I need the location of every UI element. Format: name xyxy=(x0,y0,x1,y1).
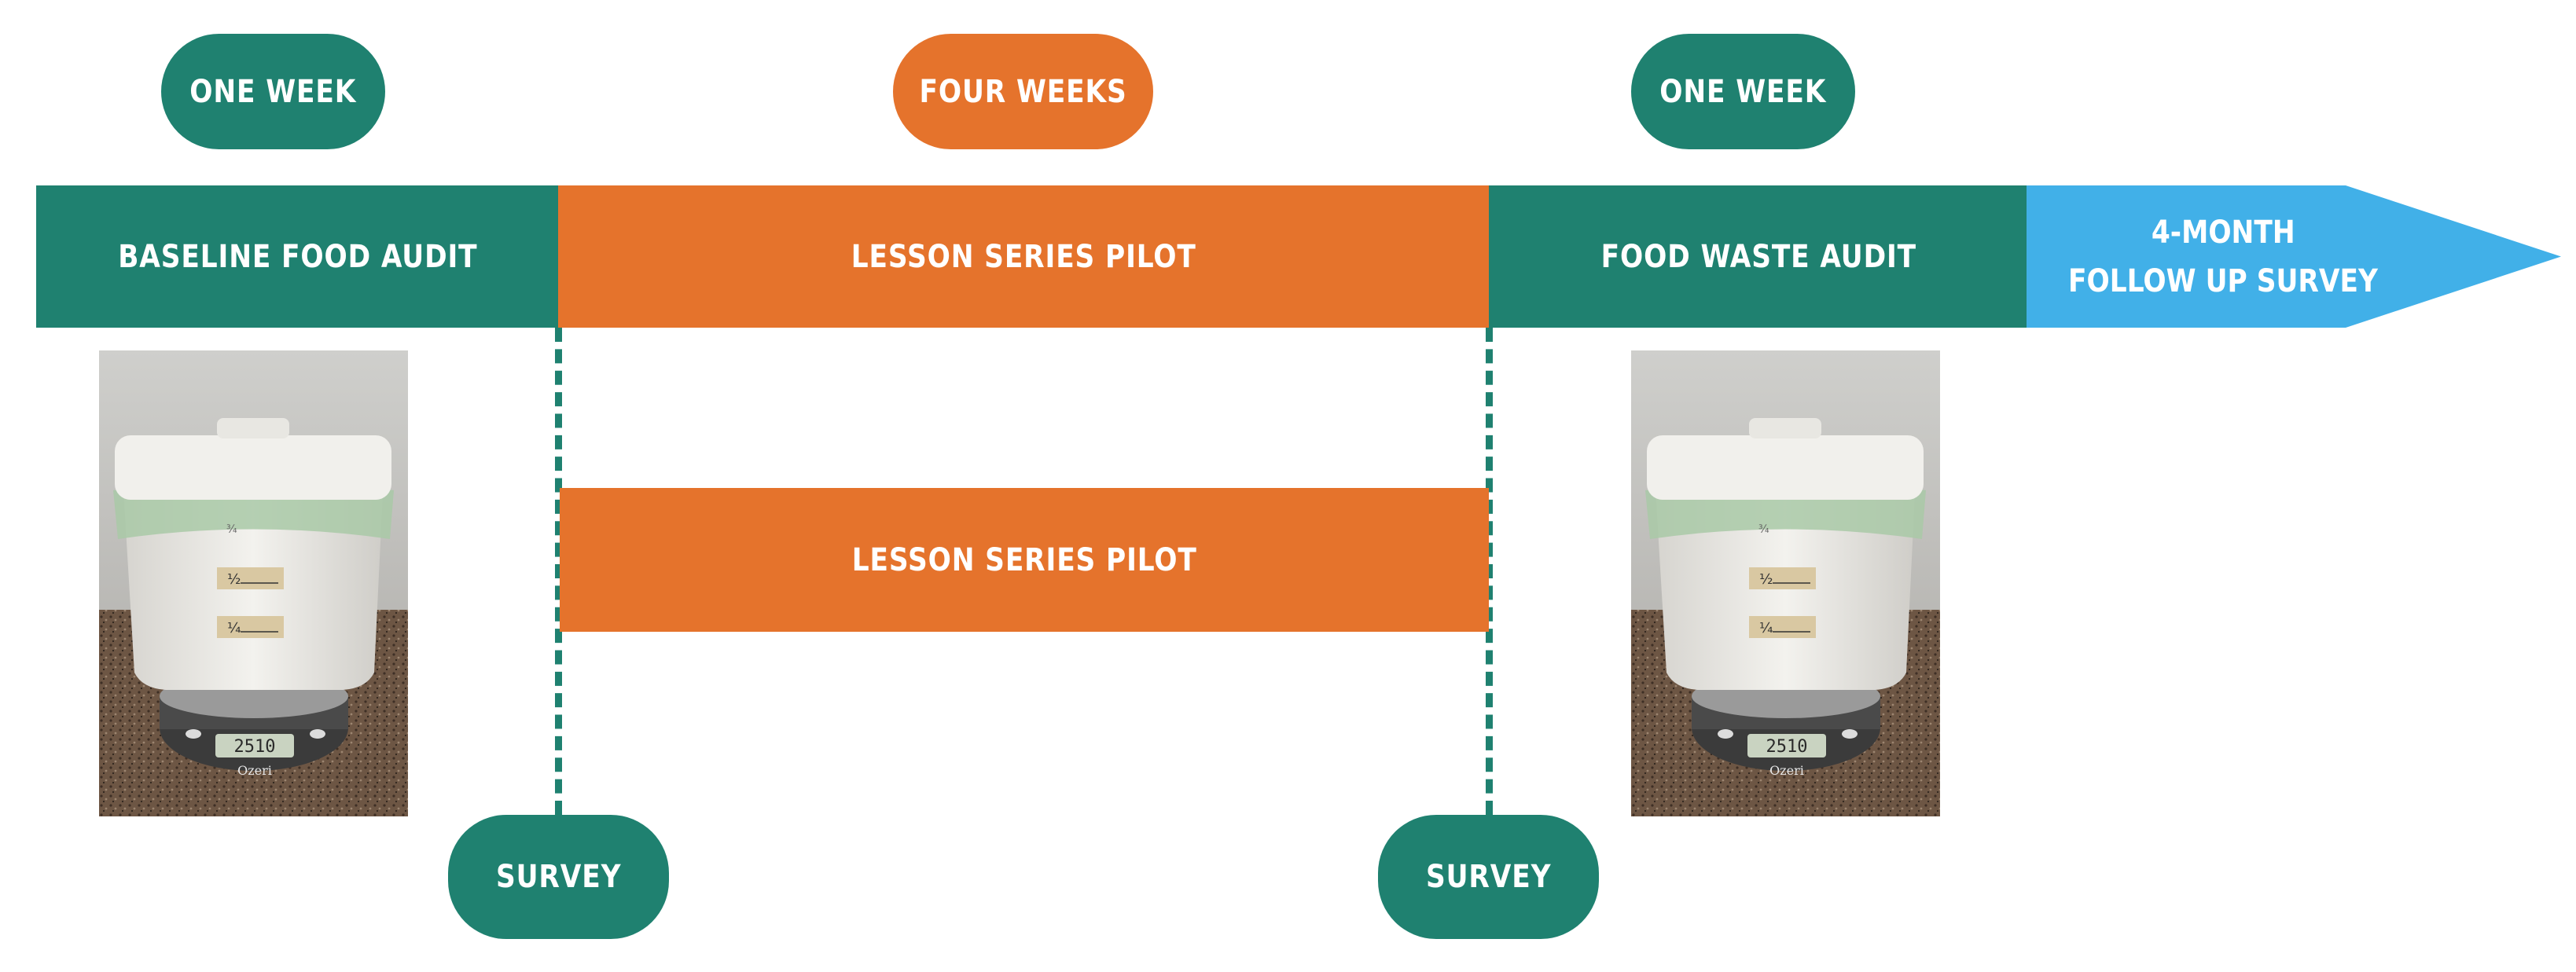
survey-marker-line-second xyxy=(1486,328,1493,815)
scale-brand: Ozeri xyxy=(237,763,272,778)
compost-bin-photo-baseline: 2510 Ozeri ½ ¼ ¾ xyxy=(99,350,408,816)
survey-label-second: SURVEY xyxy=(1425,859,1552,895)
scale-brand: Ozeri xyxy=(1769,763,1804,778)
bin-label-quarter: ¼ xyxy=(227,620,241,636)
second-track-lesson-pilot-label: LESSON SERIES PILOT xyxy=(851,541,1197,578)
bin-label-three-quarter: ¾ xyxy=(1758,523,1769,536)
survey-label-first: SURVEY xyxy=(495,859,622,895)
duration-pill-baseline: ONE WEEK xyxy=(161,34,385,149)
second-track-lesson-pilot: LESSON SERIES PILOT xyxy=(560,488,1489,632)
timeline-step-food-waste-label: FOOD WASTE AUDIT xyxy=(1600,238,1916,275)
duration-label-waste-audit: ONE WEEK xyxy=(1659,73,1827,110)
survey-marker-line-first xyxy=(555,328,562,815)
scale-readout: 2510 xyxy=(1766,737,1808,757)
bin-label-three-quarter: ¾ xyxy=(226,523,237,536)
duration-label-pilot: FOUR WEEKS xyxy=(919,73,1127,110)
timeline-step-baseline-audit: BASELINE FOOD AUDIT xyxy=(36,185,560,328)
bin-label-quarter: ¼ xyxy=(1759,620,1773,636)
follow-up-line-1: 4-MONTH xyxy=(2151,214,2295,251)
duration-pill-pilot: FOUR WEEKS xyxy=(893,34,1153,149)
timeline-step-food-waste-audit: FOOD WASTE AUDIT xyxy=(1489,185,2028,328)
timeline-step-lesson-pilot: LESSON SERIES PILOT xyxy=(558,185,1489,328)
bin-label-half: ½ xyxy=(227,571,241,588)
bin-label-half: ½ xyxy=(1759,571,1773,588)
survey-pill-first: SURVEY xyxy=(448,815,669,939)
timeline-arrow-follow-up xyxy=(2027,185,2561,328)
duration-label-baseline: ONE WEEK xyxy=(189,73,357,110)
compost-bin-photo-waste-audit: 2510 Ozeri ½ ¼ ¾ xyxy=(1631,350,1940,816)
follow-up-line-2: FOLLOW UP SURVEY xyxy=(2068,262,2378,299)
survey-pill-second: SURVEY xyxy=(1378,815,1599,939)
timeline-step-lesson-pilot-label: LESSON SERIES PILOT xyxy=(851,238,1196,275)
scale-readout: 2510 xyxy=(234,737,276,757)
timeline-step-follow-up: 4-MONTH FOLLOW UP SURVEY xyxy=(2027,185,2420,328)
duration-pill-waste-audit: ONE WEEK xyxy=(1631,34,1855,149)
timeline-step-baseline-label: BASELINE FOOD AUDIT xyxy=(118,238,478,275)
